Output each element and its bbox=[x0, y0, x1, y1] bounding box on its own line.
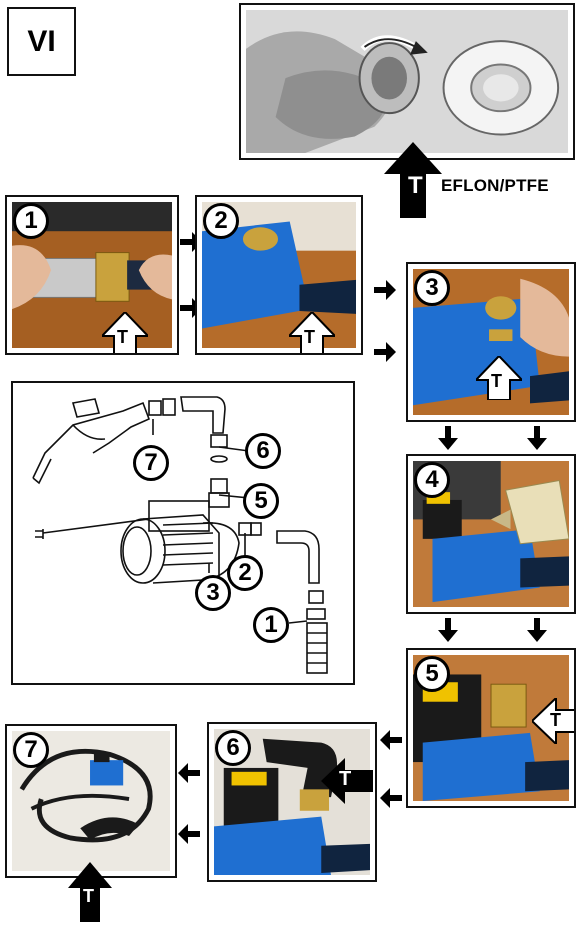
step-6-frame: 6 T bbox=[207, 722, 377, 882]
exploded-diagram bbox=[32, 396, 328, 674]
step-3-marker: T bbox=[491, 371, 502, 391]
arrow-left-icon bbox=[178, 763, 200, 783]
step-5-number: 5 bbox=[414, 656, 450, 692]
step-1-marker: T bbox=[117, 327, 128, 347]
step-6-photo bbox=[214, 729, 370, 875]
step-3-frame: 3 T bbox=[406, 262, 576, 422]
arrow-down-icon bbox=[438, 426, 458, 450]
arrow-left-icon bbox=[380, 730, 402, 750]
step-5-left-arrow-icon bbox=[532, 698, 574, 744]
teflon-photo bbox=[246, 10, 568, 153]
step-2-number: 2 bbox=[203, 203, 239, 239]
exploded-diagram-frame: 7 6 5 2 3 1 bbox=[11, 381, 355, 685]
step-1-number: 1 bbox=[13, 203, 49, 239]
arrow-down-icon bbox=[527, 426, 547, 450]
arrow-left-icon bbox=[178, 824, 200, 844]
step-4-number: 4 bbox=[414, 462, 450, 498]
arrow-down-icon bbox=[438, 618, 458, 642]
arrow-right-icon bbox=[374, 342, 396, 362]
step-5-marker: T bbox=[550, 710, 561, 730]
exploded-callout-3: 3 bbox=[195, 575, 231, 611]
step-6-marker: T bbox=[339, 768, 352, 790]
step-1-up-arrow-icon bbox=[102, 312, 148, 353]
exploded-callout-6: 6 bbox=[245, 433, 281, 469]
step-2-frame: 2 T bbox=[195, 195, 363, 355]
exploded-callout-7: 7 bbox=[133, 445, 169, 481]
teflon-label: EFLON/PTFE bbox=[441, 176, 549, 195]
step-3-up-arrow-icon bbox=[476, 356, 522, 400]
teflon-marker: T bbox=[408, 172, 423, 199]
step-6-left-arrow-icon bbox=[321, 758, 373, 804]
step-2-marker: T bbox=[304, 327, 315, 347]
exploded-callout-1: 1 bbox=[253, 607, 289, 643]
step-7-number: 7 bbox=[13, 732, 49, 768]
step-2-up-arrow-icon bbox=[289, 312, 335, 353]
step-7-up-arrow-icon bbox=[68, 862, 112, 922]
exploded-callout-5: 5 bbox=[243, 483, 279, 519]
step-4-frame: 4 bbox=[406, 454, 576, 614]
exploded-callout-2: 2 bbox=[227, 555, 263, 591]
step-1-frame: 1 T bbox=[5, 195, 179, 355]
teflon-photo-frame bbox=[239, 3, 575, 160]
teflon-up-arrow-icon bbox=[384, 142, 442, 218]
step-6-number: 6 bbox=[215, 730, 251, 766]
step-3-number: 3 bbox=[414, 270, 450, 306]
arrow-right-icon bbox=[374, 280, 396, 300]
arrow-left-icon bbox=[380, 788, 402, 808]
arrow-down-icon bbox=[527, 618, 547, 642]
section-label: VI bbox=[7, 7, 76, 76]
step-7-frame: 7 bbox=[5, 724, 177, 878]
step-7-marker: T bbox=[83, 886, 94, 906]
step-5-frame: 5 T bbox=[406, 648, 576, 808]
